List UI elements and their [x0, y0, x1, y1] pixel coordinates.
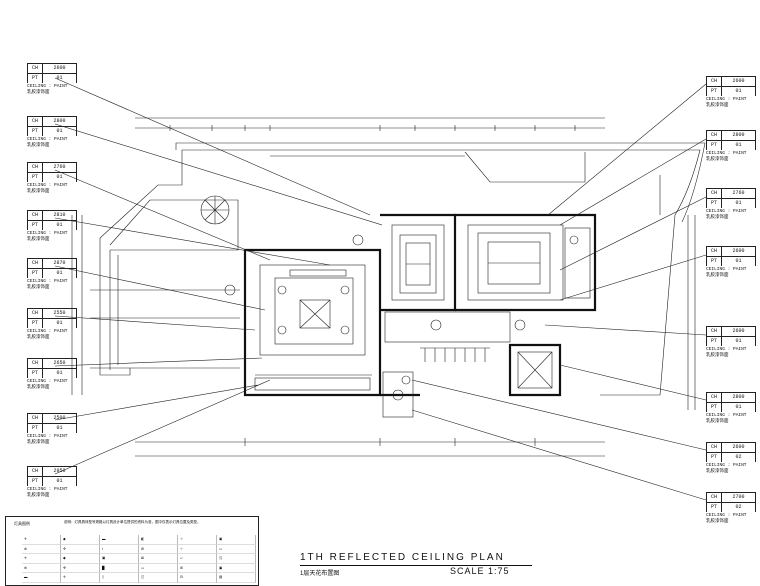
legend-cell: ◆ [61, 554, 100, 564]
legend-cell: ✛ [61, 573, 100, 583]
legend-cell: ⊞ [139, 544, 178, 555]
legend-cell: ▯ [100, 573, 139, 583]
legend-cell: ✣ [61, 544, 100, 555]
legend-cell: ▣ [100, 554, 139, 564]
drawing-title: 1TH REFLECTED CEILING PLAN [300, 552, 505, 563]
legend-cell: ⊹ [178, 544, 217, 555]
title-underline [300, 565, 532, 566]
legend-cell: ⊕ [22, 563, 61, 574]
legend-cell: ▭ [217, 544, 256, 555]
legend-cell: ▬ [100, 535, 139, 545]
drawing-title-block: 1TH REFLECTED CEILING PLAN 1层天花布置图 SCALE… [300, 552, 532, 577]
drawing-subtitle: 1层天花布置图 [300, 571, 340, 577]
legend-cell: ◧ [139, 535, 178, 545]
legend-note: 说明：灯具具体型号规格以灯具设计单位提供的资料为准，图中仅表示灯具位置及类型。 [64, 520, 201, 524]
legend-cell: ▣ [217, 563, 256, 574]
legend-cell: ▣ [217, 535, 256, 545]
legend-cell: ▨ [217, 573, 256, 583]
legend-cell: ✛ [22, 535, 61, 545]
legend-cell: ✛ [22, 554, 61, 564]
legend-grid: ✛◆ ▬◧ ⊹▣ ⊕✣ ▪⊞ ⊹▭ ✛◆ ▣⊠ ▱◳ ⊕✣ █▭ ⊞▣ ▬✛ ▯… [22, 535, 256, 583]
legend-cell: ▪ [100, 544, 139, 555]
legend-cell: ⊟ [178, 573, 217, 583]
legend-cell: ✣ [61, 563, 100, 574]
legend-cell: ◳ [217, 554, 256, 564]
legend-cell: ▱ [178, 554, 217, 564]
legend-header: 灯具图例 [14, 521, 30, 526]
legend-cell: ◆ [61, 535, 100, 545]
drawing-scale: SCALE 1:75 [450, 566, 510, 576]
legend-cell: ▭ [139, 563, 178, 574]
legend-cell: ⊹ [178, 535, 217, 545]
legend-cell: ⊠ [139, 554, 178, 564]
legend-cell: ⊕ [22, 544, 61, 555]
legend-cell: ⊞ [178, 563, 217, 574]
lighting-legend-table: 灯具图例 说明：灯具具体型号规格以灯具设计单位提供的资料为准，图中仅表示灯具位置… [5, 516, 259, 586]
legend-cell: ▬ [22, 573, 61, 583]
legend-cell: ◫ [139, 573, 178, 583]
legend-cell: █ [100, 563, 139, 574]
